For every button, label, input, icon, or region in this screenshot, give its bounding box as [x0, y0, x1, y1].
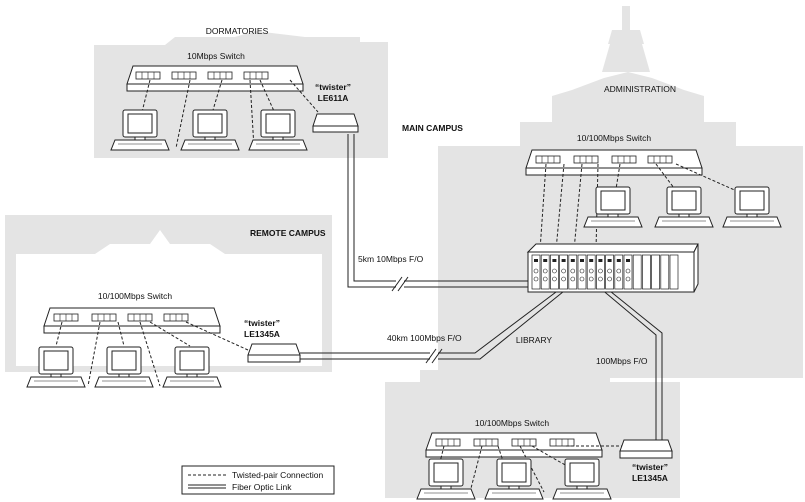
- remote-twister-name: “twister”: [244, 318, 280, 328]
- chassis-port: [561, 276, 566, 282]
- fiber-link-5km: [347, 134, 528, 292]
- chassis-led: [552, 259, 557, 262]
- chassis-led: [543, 259, 548, 262]
- remote-twister: [247, 343, 301, 363]
- chassis-port: [561, 268, 566, 274]
- dorm-switch-label: 10Mbps Switch: [187, 51, 245, 61]
- admin-switch-label: 10/100Mbps Switch: [577, 133, 651, 143]
- dorm-twister-name: “twister”: [315, 82, 351, 92]
- chassis-port: [588, 276, 594, 282]
- chassis-led: [561, 259, 566, 262]
- remote-switch: [43, 307, 221, 334]
- chassis-port: [616, 268, 622, 274]
- administration-label: ADMINISTRATION: [604, 84, 676, 94]
- dorm-twister: [312, 113, 359, 133]
- legend-box: [181, 465, 335, 495]
- chassis-led: [534, 259, 538, 262]
- library-twister-name: “twister”: [632, 462, 668, 472]
- chassis-port: [533, 276, 539, 282]
- chassis-port: [607, 276, 612, 282]
- link-5km-label: 5km 10Mbps F/O: [358, 254, 424, 264]
- chassis-port: [607, 268, 612, 274]
- chassis-led: [598, 259, 603, 262]
- chassis-port: [598, 276, 603, 282]
- link-100mbps-label: 100Mbps F/O: [596, 356, 648, 366]
- legend-twisted-pair-label: Twisted-pair Connection: [232, 470, 323, 480]
- dorm-switch: [126, 65, 304, 92]
- chassis-port: [579, 268, 585, 274]
- chassis-led: [616, 259, 621, 262]
- main-campus-label: MAIN CAMPUS: [402, 123, 463, 133]
- chassis-port: [542, 268, 548, 274]
- chassis-port: [598, 268, 603, 274]
- remote-campus-label: REMOTE CAMPUS: [250, 228, 326, 238]
- chassis-led: [589, 259, 594, 262]
- fiber-link-40km: [300, 282, 575, 364]
- chassis-card-slot: [669, 254, 679, 290]
- legend: Twisted-pair Connection Fiber Optic Link: [181, 465, 335, 495]
- remote-twister-model: LE1345A: [244, 329, 280, 339]
- chassis-port: [625, 268, 631, 274]
- link-40km-label: 40km 100Mbps F/O: [387, 333, 462, 343]
- dormatories-label: DORMATORIES: [206, 26, 269, 36]
- chassis-port: [570, 268, 576, 274]
- chassis-card-slot: [651, 254, 660, 290]
- library-switch: [425, 432, 603, 458]
- chassis-port: [533, 268, 539, 274]
- chassis-port: [625, 276, 631, 282]
- chassis-port: [552, 268, 557, 274]
- chassis-card-slot: [660, 254, 670, 290]
- media-converter-chassis: [526, 243, 699, 293]
- chassis-port: [588, 268, 594, 274]
- chassis-port: [542, 276, 548, 282]
- chassis-port: [570, 276, 576, 282]
- chassis-card-slot: [632, 254, 642, 290]
- chassis-card-slot: [642, 254, 651, 290]
- library-label: LIBRARY: [516, 335, 553, 345]
- chassis-led: [580, 259, 584, 262]
- dorm-twister-model: LE611A: [318, 93, 349, 103]
- admin-switch: [525, 149, 703, 176]
- chassis-led: [626, 259, 630, 262]
- legend-fiber-label: Fiber Optic Link: [232, 482, 292, 492]
- library-twister-model: LE1345A: [632, 473, 668, 483]
- remote-switch-label: 10/100Mbps Switch: [98, 291, 172, 301]
- fiber-link-100mbps: [593, 282, 663, 440]
- remote-twisted-pair-links: [55, 321, 249, 387]
- chassis-port: [579, 276, 585, 282]
- library-twister: [619, 439, 673, 459]
- library-switch-label: 10/100Mbps Switch: [475, 418, 549, 428]
- chassis-led: [607, 259, 612, 262]
- chassis-port: [552, 276, 557, 282]
- chassis-port: [616, 276, 622, 282]
- chassis-led: [570, 259, 575, 262]
